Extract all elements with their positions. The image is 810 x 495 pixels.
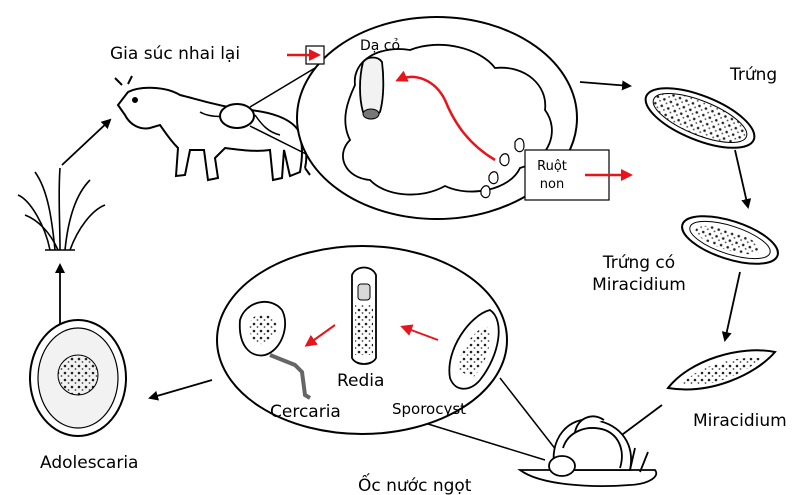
adolescaria-illustration [30,320,126,436]
label-adolescaria: Adolescaria [40,453,138,473]
label-sporocyst: Sporocyst [392,400,466,418]
label-egg: Trứng [729,65,777,85]
label-rumen: Dạ cỏ [360,38,400,54]
egg-illustration [638,76,762,160]
grass-illustration [18,168,105,250]
cattle-illustration [115,76,310,180]
redia-illustration [352,268,376,365]
label-cercaria: Cercaria [270,402,341,422]
label-small-intestine: Ruột non [528,158,576,194]
label-egg-with-miracidium: Trứng có Miracidium [578,252,700,296]
snail-illustration [520,416,656,486]
label-snail: Ốc nước ngọt [358,472,472,495]
label-host-cattle: Gia súc nhai lại [110,44,240,64]
label-redia: Redia [337,371,384,391]
miracidium-illustration [668,350,775,389]
label-miracidium: Miracidium [693,411,787,431]
